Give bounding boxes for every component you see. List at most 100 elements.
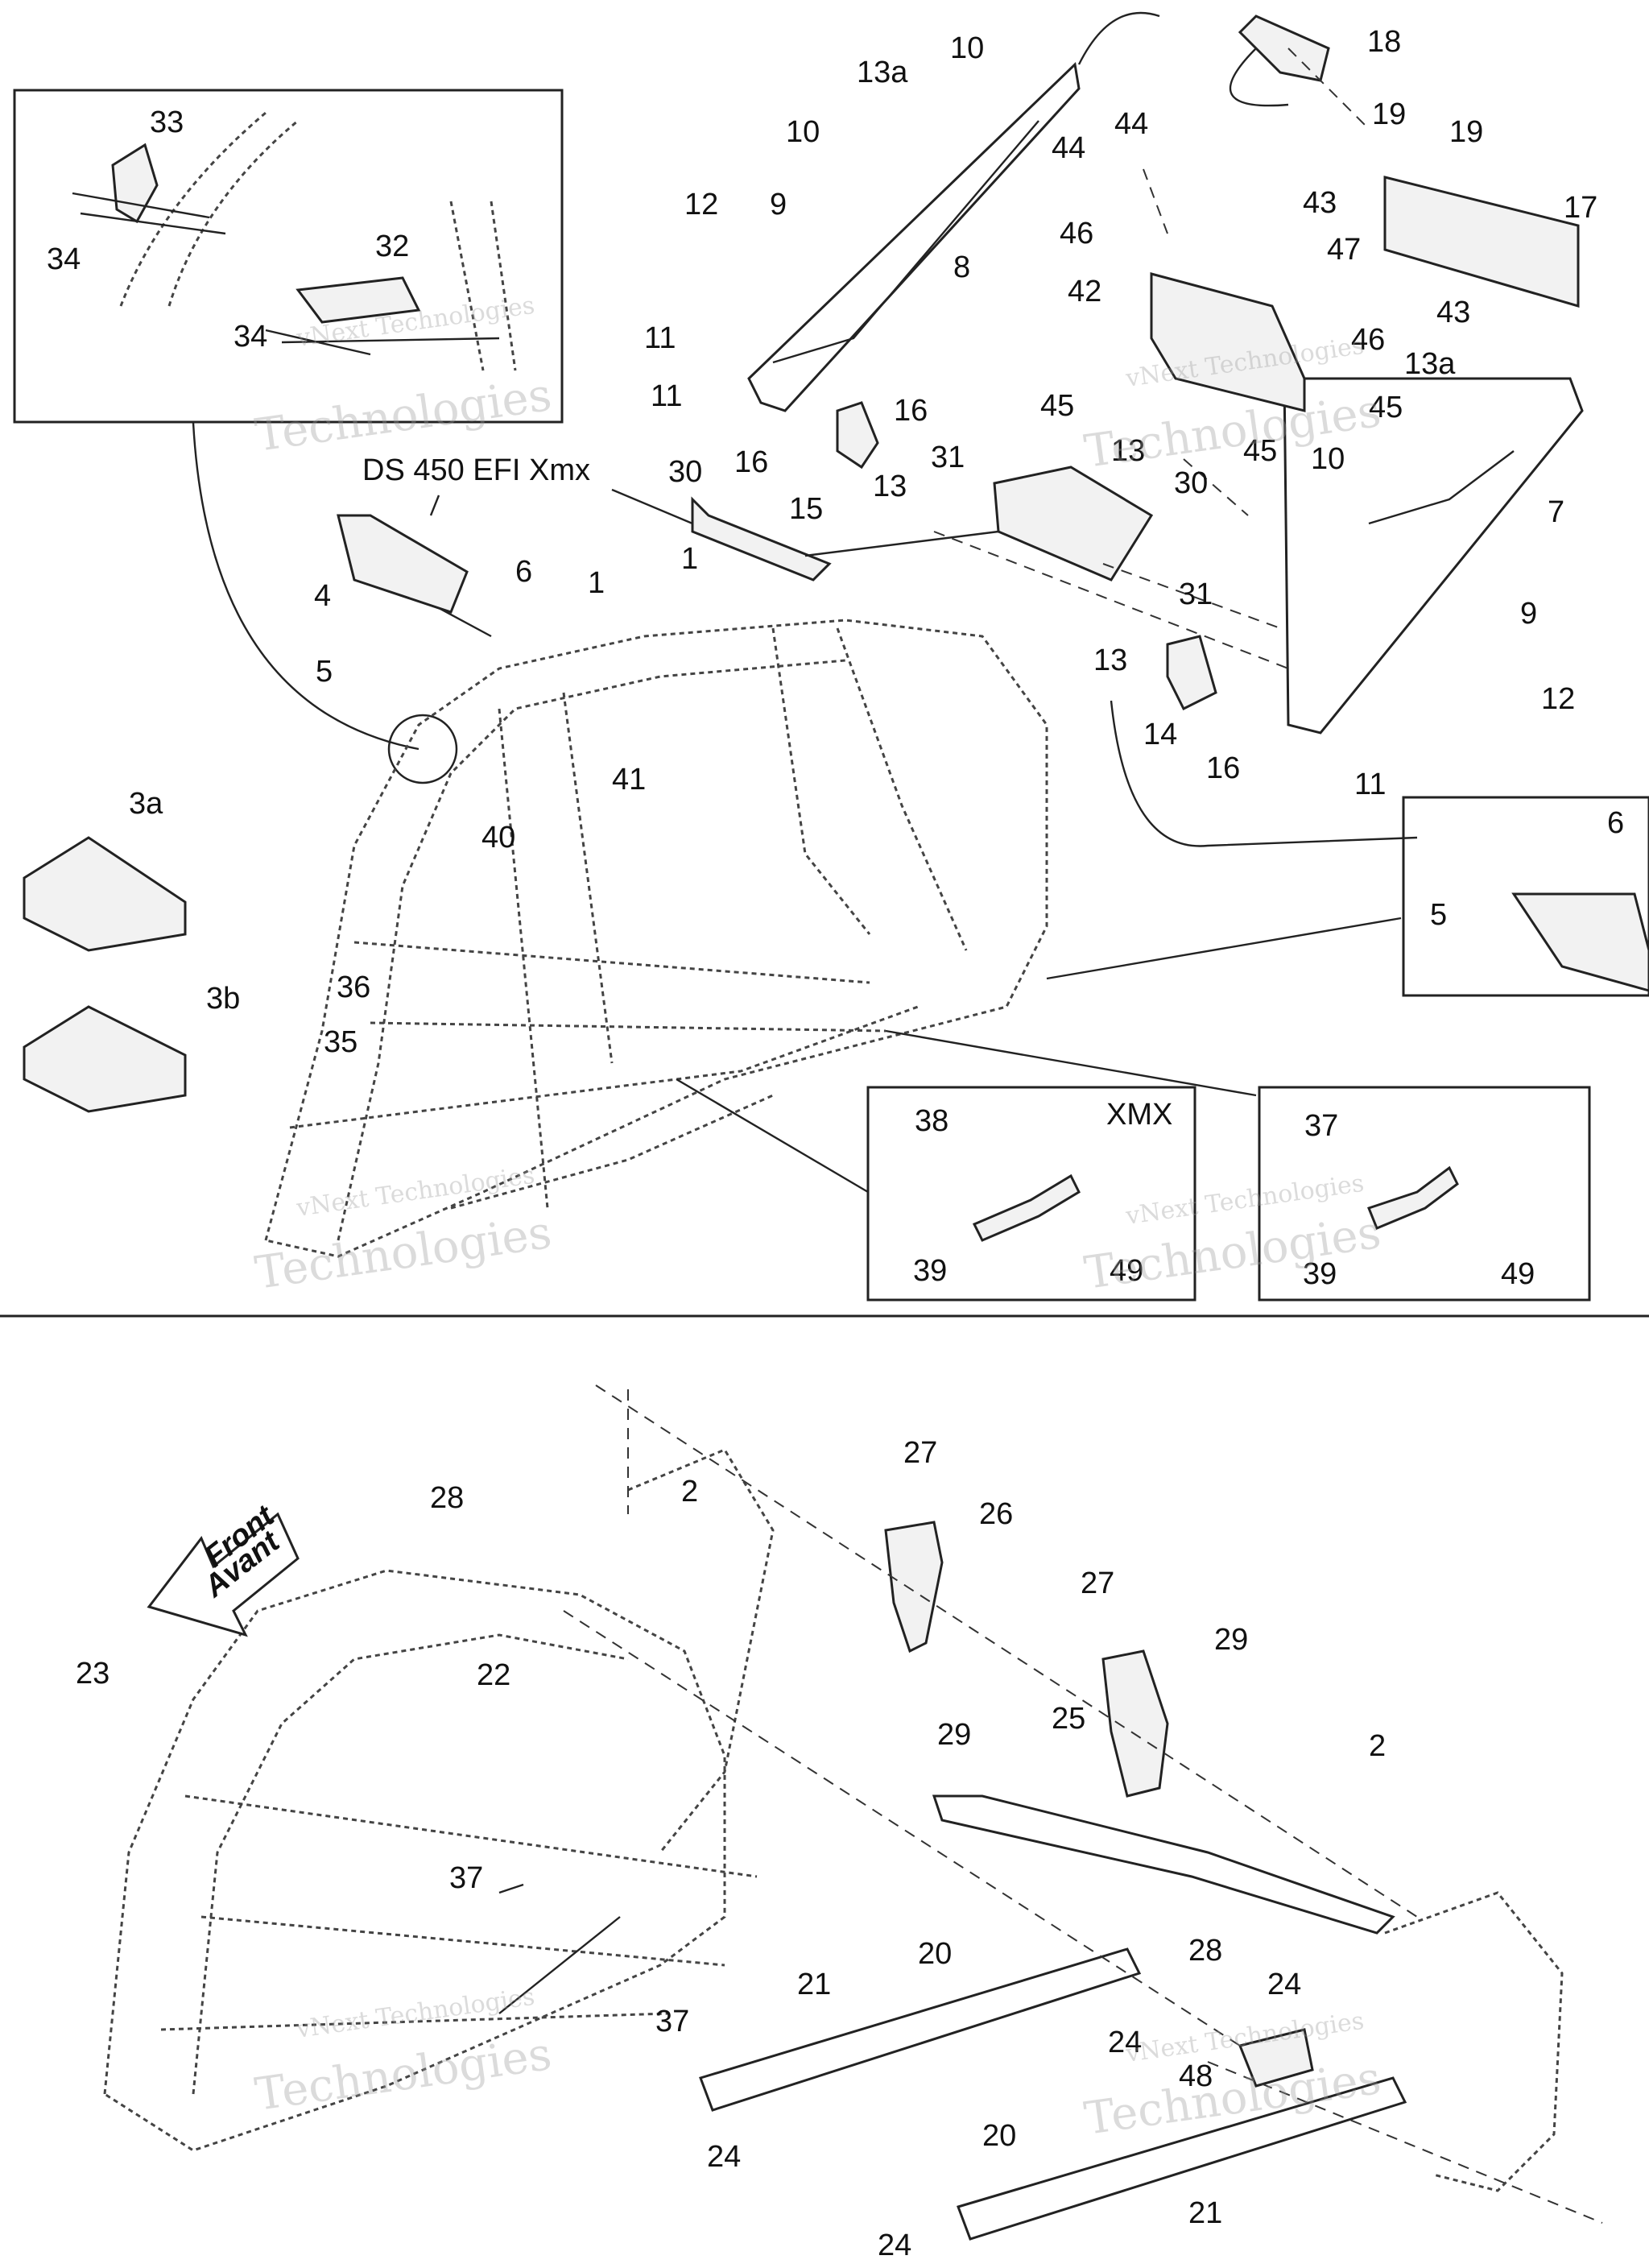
- callout-33: 33: [150, 106, 184, 139]
- detail-circle: [387, 714, 458, 784]
- callout-19: 19: [1372, 97, 1406, 131]
- main-frame-top: [264, 619, 1048, 1258]
- callout-31: 31: [1179, 577, 1213, 611]
- callout-10: 10: [786, 115, 820, 149]
- leader-lines-bottom: [498, 1384, 1603, 2224]
- callout-3a: 3a: [129, 787, 163, 821]
- bracket-33: [111, 143, 159, 224]
- callout-9: 9: [770, 188, 787, 221]
- watermark: Technologies: [252, 369, 555, 462]
- callout-29: 29: [937, 1718, 971, 1752]
- callout-13: 13: [873, 470, 907, 503]
- callout-19: 19: [1449, 115, 1483, 149]
- callout-2: 2: [681, 1475, 698, 1509]
- bracket-26: [884, 1521, 944, 1653]
- callout-4: 4: [314, 579, 331, 613]
- callout-31: 31: [931, 441, 965, 474]
- skid-3a: [23, 836, 187, 952]
- callout-25: 25: [1052, 1702, 1085, 1736]
- model-label: DS 450 EFI Xmx: [362, 453, 590, 487]
- bracket-14: [1166, 635, 1217, 711]
- callout-13: 13: [1111, 434, 1145, 468]
- callouts-inset-xmx: XMX 38 39 49: [913, 1098, 1172, 1288]
- callout-13a: 13a: [857, 56, 908, 89]
- callout-1: 1: [588, 566, 605, 600]
- frame-rail-8: [747, 61, 1081, 412]
- callout-16: 16: [894, 394, 928, 428]
- callout-47: 47: [1327, 233, 1361, 267]
- callout-5: 5: [1430, 898, 1447, 932]
- bracket-48: [1238, 2028, 1314, 2088]
- watermark: Technologies: [252, 2028, 555, 2121]
- bracket-30: [993, 466, 1154, 581]
- footrest-4: [337, 514, 469, 614]
- callout-24: 24: [878, 2229, 911, 2262]
- bracket-18: [1238, 14, 1330, 82]
- bracket-32: [295, 276, 421, 324]
- callout-13: 13: [1093, 644, 1127, 677]
- callout-6: 6: [515, 555, 532, 589]
- callout-1: 1: [681, 542, 698, 576]
- callout-48: 48: [1179, 2059, 1213, 2093]
- callout-37: 37: [449, 1861, 483, 1895]
- callout-5: 5: [316, 655, 333, 689]
- callout-26: 26: [979, 1497, 1013, 1531]
- bracket-15: [836, 401, 879, 470]
- callout-40: 40: [481, 821, 515, 855]
- callout-37: 37: [655, 2005, 689, 2038]
- callout-42: 42: [1068, 275, 1101, 308]
- callout-43: 43: [1436, 296, 1470, 329]
- callout-39: 39: [1303, 1257, 1337, 1291]
- callouts-inset-upper-left: 33 34 32 34: [47, 106, 409, 354]
- callout-12: 12: [684, 188, 718, 221]
- callout-44: 44: [1114, 107, 1148, 141]
- callout-2: 2: [1369, 1729, 1386, 1763]
- support-17: [1383, 176, 1580, 308]
- callout-21: 21: [1188, 2196, 1222, 2230]
- callout-27: 27: [903, 1436, 937, 1470]
- callout-21: 21: [797, 1968, 831, 2001]
- callout-20: 20: [982, 2119, 1016, 2153]
- callout-3b: 3b: [206, 982, 240, 1016]
- callout-11: 11: [644, 321, 676, 355]
- callout-39: 39: [913, 1254, 947, 1288]
- rail-20-lower: [957, 2076, 1407, 2241]
- callout-7: 7: [1548, 495, 1564, 529]
- leader-lines-top: [429, 11, 1418, 1194]
- skid-3b: [23, 1005, 187, 1113]
- callout-22: 22: [477, 1658, 510, 1692]
- callout-41: 41: [612, 763, 646, 797]
- callout-35: 35: [324, 1025, 357, 1059]
- callout-28: 28: [430, 1481, 464, 1515]
- callout-11: 11: [651, 379, 682, 413]
- callout-8: 8: [953, 250, 970, 284]
- inset-upper-left: [13, 89, 564, 424]
- callout-24: 24: [707, 2140, 741, 2174]
- callout-11: 11: [1354, 768, 1386, 801]
- callout-30: 30: [668, 455, 702, 489]
- plate-30-xmx: [691, 496, 832, 581]
- callout-28: 28: [1188, 1934, 1222, 1968]
- callout-45: 45: [1369, 391, 1403, 424]
- callout-15: 15: [789, 492, 823, 526]
- callout-24: 24: [1108, 2026, 1142, 2059]
- callout-38: 38: [915, 1104, 948, 1138]
- callout-37: 37: [1304, 1109, 1338, 1143]
- callout-24: 24: [1267, 1968, 1301, 2001]
- xmx-title: XMX: [1106, 1098, 1172, 1132]
- callout-30: 30: [1174, 466, 1208, 500]
- callouts-inset-std: 37 39 49: [1303, 1109, 1535, 1291]
- footrest-right: [1511, 892, 1649, 992]
- callout-36: 36: [337, 971, 370, 1004]
- callout-9: 9: [1520, 597, 1537, 631]
- inset-leader-line: [192, 422, 419, 751]
- callout-10: 10: [950, 31, 984, 65]
- front-arrow: Front Avant: [147, 1499, 300, 1637]
- callout-14: 14: [1143, 718, 1177, 751]
- inset-std: [1258, 1086, 1591, 1302]
- bracket-25: [1101, 1649, 1169, 1798]
- callout-34: 34: [234, 320, 267, 354]
- rail-right-2: [932, 1794, 1395, 1935]
- callout-32: 32: [375, 230, 409, 263]
